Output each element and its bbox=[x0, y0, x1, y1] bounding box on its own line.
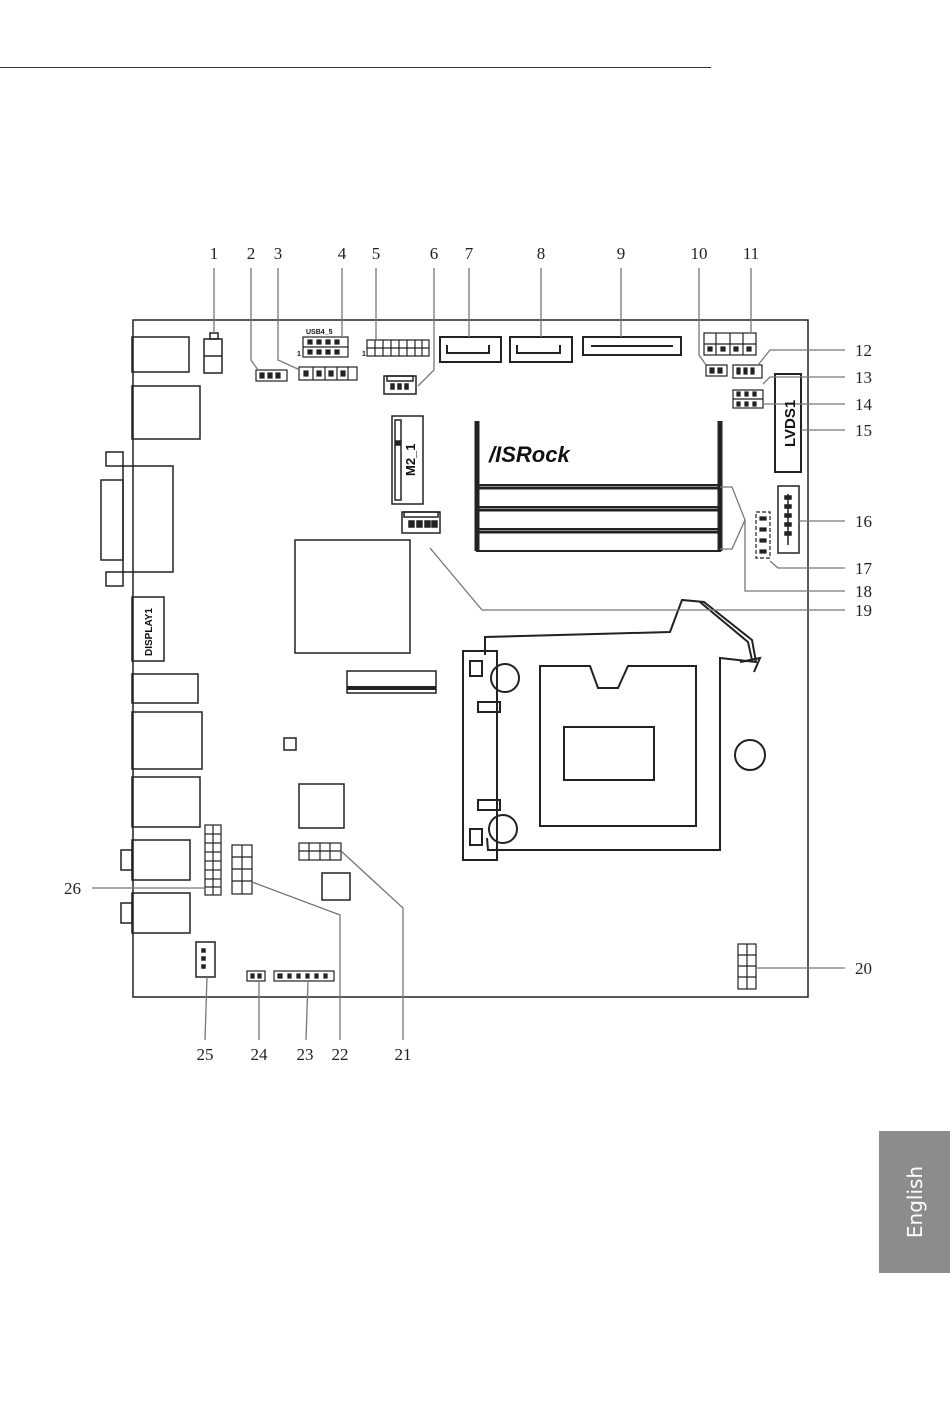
display-label: DISPLAY1 bbox=[144, 608, 155, 656]
connector-12-header bbox=[733, 365, 762, 378]
connector-25-header bbox=[196, 942, 215, 977]
connector-3-header bbox=[299, 367, 357, 380]
audio-jack-1-tab bbox=[121, 850, 132, 870]
callout-13: 13 bbox=[855, 368, 872, 387]
connector-21-header bbox=[299, 843, 341, 860]
com-port-shield bbox=[123, 466, 173, 572]
callout-21: 21 bbox=[395, 1045, 412, 1064]
lvds-label: LVDS1 bbox=[782, 400, 799, 447]
connector-5-header bbox=[367, 340, 429, 356]
connector-10-header bbox=[706, 365, 727, 376]
callout-11: 11 bbox=[743, 244, 759, 263]
mini-pcie-slot bbox=[347, 671, 436, 693]
callout-26: 26 bbox=[64, 879, 81, 898]
callout-19: 19 bbox=[855, 601, 872, 620]
small-chip bbox=[322, 873, 350, 900]
callout-15: 15 bbox=[855, 421, 872, 440]
callout-17: 17 bbox=[855, 559, 873, 578]
callout-6: 6 bbox=[430, 244, 439, 263]
com-port-tab-bottom bbox=[106, 572, 123, 586]
callout-1: 1 bbox=[210, 244, 219, 263]
callout-14: 14 bbox=[855, 395, 873, 414]
dc-jack bbox=[132, 337, 189, 372]
callout-8: 8 bbox=[537, 244, 546, 263]
callout-3: 3 bbox=[274, 244, 283, 263]
callout-12: 12 bbox=[855, 341, 872, 360]
callout-10: 10 bbox=[691, 244, 708, 263]
audio-jack-2 bbox=[132, 893, 190, 933]
callout-2: 2 bbox=[247, 244, 256, 263]
connector-14-header bbox=[733, 390, 763, 408]
connector-7-sata bbox=[440, 337, 501, 362]
usb-port-3 bbox=[132, 777, 200, 827]
connector-22-header bbox=[232, 845, 252, 894]
callout-20: 20 bbox=[855, 959, 872, 978]
connector-6-fan-header bbox=[384, 376, 416, 394]
connector-1-power bbox=[204, 333, 222, 373]
io-chip bbox=[299, 784, 344, 828]
connector-9-sata-power bbox=[583, 337, 681, 355]
callout-18: 18 bbox=[855, 582, 872, 601]
small-component bbox=[284, 738, 296, 750]
m2-slot-label: M2_1 bbox=[403, 443, 418, 476]
callout-5: 5 bbox=[372, 244, 381, 263]
leader-lines bbox=[92, 268, 845, 1040]
callout-24: 24 bbox=[251, 1045, 269, 1064]
connector-23-header bbox=[274, 971, 334, 981]
callout-25: 25 bbox=[197, 1045, 214, 1064]
callout-9: 9 bbox=[617, 244, 626, 263]
com-port-tab-top bbox=[106, 452, 123, 466]
audio-jack-2-tab bbox=[121, 903, 132, 923]
lan-port bbox=[132, 386, 200, 439]
connector-17-header bbox=[756, 512, 770, 558]
fan-header-near-m2 bbox=[402, 512, 440, 533]
connector-8-sata bbox=[510, 337, 572, 362]
language-tab-label: English bbox=[903, 1166, 927, 1238]
asrock-logo: /ISRock bbox=[488, 442, 571, 467]
board-outline bbox=[133, 320, 808, 997]
audio-jack-1 bbox=[132, 840, 190, 880]
connector-11-header bbox=[704, 333, 756, 355]
callout-22: 22 bbox=[332, 1045, 349, 1064]
connector-2-header bbox=[256, 370, 287, 381]
memory-slots bbox=[477, 421, 720, 551]
chipset bbox=[295, 540, 410, 653]
callout-16: 16 bbox=[855, 512, 872, 531]
pin1-mark-b: 1 bbox=[362, 351, 366, 358]
usb-port-1 bbox=[132, 674, 198, 703]
callout-7: 7 bbox=[465, 244, 474, 263]
connector-20-header bbox=[738, 944, 756, 989]
connector-24-header bbox=[247, 971, 265, 981]
pin1-mark-a: 1 bbox=[297, 351, 301, 358]
callout-23: 23 bbox=[297, 1045, 314, 1064]
com-port-body bbox=[101, 480, 123, 560]
usb-port-2 bbox=[132, 712, 202, 769]
cpu-socket bbox=[463, 600, 765, 860]
connector-26-header bbox=[205, 825, 221, 895]
connector-4-usb-header bbox=[303, 337, 348, 357]
language-tab[interactable]: English bbox=[879, 1131, 950, 1273]
connector-16-header bbox=[778, 486, 799, 553]
usb-header-label: USB4_5 bbox=[306, 329, 333, 336]
callout-4: 4 bbox=[338, 244, 347, 263]
